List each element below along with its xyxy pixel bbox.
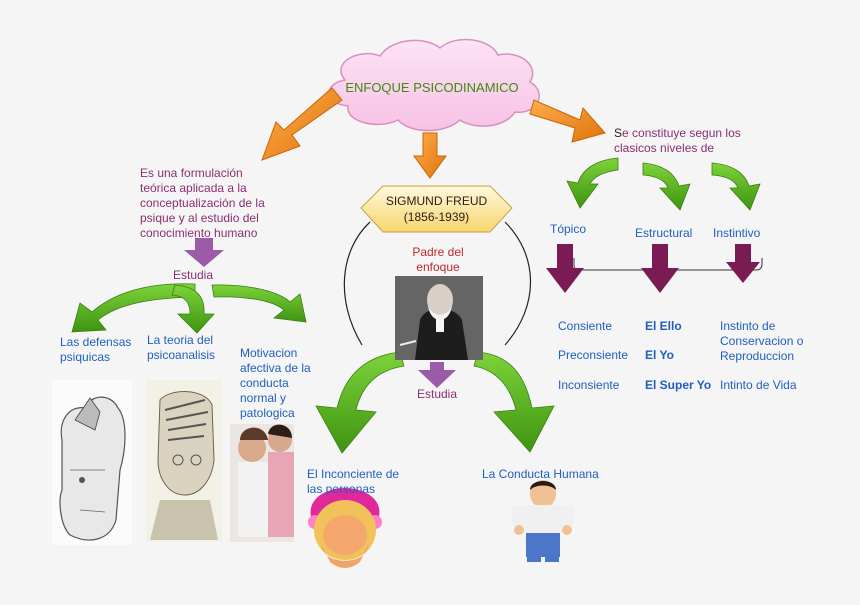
estructural-item-yo: El Yo: [645, 348, 674, 362]
left-description: Es una formulación teórica aplicada a la…: [140, 166, 265, 240]
girl-cartoon-icon: [308, 488, 382, 568]
psychoanalysis-head-image: [146, 380, 222, 542]
green-arrow-center-right: [473, 351, 555, 453]
topico-item-consiente: Consiente: [558, 319, 613, 333]
green-arrow-left-3: [211, 284, 307, 323]
couple-photo: [230, 424, 294, 542]
level-estructural: Estructural: [635, 226, 693, 240]
center-item-conducta: La Conducta Humana: [482, 467, 599, 481]
right-intro-rest: e constituye segun los clasicos niveles …: [614, 126, 741, 155]
orange-arrow-center: [413, 132, 447, 179]
head-sketch-image: [52, 380, 132, 545]
green-arrow-right-2: [642, 162, 691, 211]
purple-arrow-instintivo: [726, 244, 760, 283]
freud-years: (1856-1939): [403, 210, 470, 224]
green-arrow-center-left: [315, 351, 405, 454]
connector-loop-left: [343, 221, 371, 346]
freud-name: SIGMUND FREUD: [385, 194, 488, 208]
left-item-motivacion: Motivacion afectiva de la conducta norma…: [240, 346, 311, 420]
left-estudia-label: Estudia: [173, 268, 214, 282]
purple-arrow-left: [184, 238, 224, 267]
title-text: ENFOQUE PSICODINAMICO: [345, 80, 519, 95]
orange-arrow-left: [261, 87, 343, 161]
purple-arrow-center: [418, 362, 456, 388]
purple-arrow-estructural: [641, 244, 679, 293]
connector-loop-right: [504, 221, 532, 346]
instintivo-item-conservacion: Instinto de Conservacion o Reproduccion: [720, 319, 804, 363]
topico-item-inconsiente: Inconsiente: [558, 378, 620, 392]
instintivo-item-vida: Intinto de Vida: [720, 378, 797, 392]
level-instintivo: Instintivo: [713, 226, 761, 240]
green-arrow-right-1: [566, 157, 619, 209]
green-arrow-left-2: [171, 284, 215, 334]
freud-role: Padre del enfoque: [412, 245, 464, 274]
left-item-defensas: Las defensas psiquicas: [60, 335, 132, 364]
estructural-item-super-yo: El Super Yo: [645, 378, 712, 392]
right-intro-first-letter: S: [614, 126, 623, 140]
green-arrow-left-1: [71, 283, 196, 333]
boy-cartoon-icon: [512, 480, 574, 562]
orange-arrow-right: [529, 99, 606, 143]
topico-item-preconsiente: Preconsiente: [558, 348, 629, 362]
freud-portrait: [395, 276, 483, 360]
center-estudia-label: Estudia: [417, 387, 458, 401]
estructural-item-ello: El Ello: [645, 319, 682, 333]
freud-hexagon: [360, 185, 513, 233]
green-arrow-right-3: [711, 162, 761, 211]
right-intro: Se constituye segun los clasicos niveles…: [614, 126, 774, 156]
center-item-inconciente: El Inconciente de las personas: [307, 467, 400, 496]
purple-arrow-topico: [546, 244, 584, 293]
left-item-psicoanalisis: La teoria del psicoanalisis: [147, 333, 216, 362]
level-topico: Tópico: [550, 222, 587, 236]
